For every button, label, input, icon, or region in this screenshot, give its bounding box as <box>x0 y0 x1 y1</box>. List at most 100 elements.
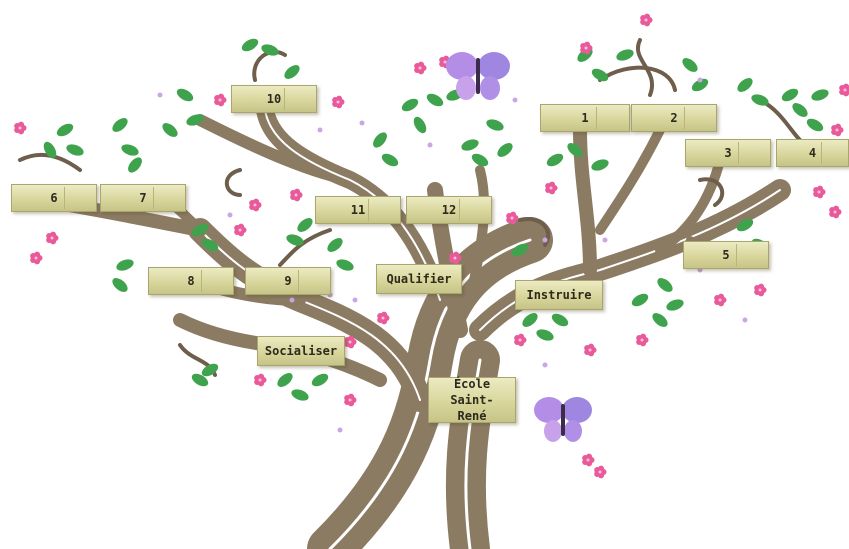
leaf <box>291 389 309 401</box>
butterfly-icon <box>534 397 592 442</box>
leaf <box>176 88 194 102</box>
leaf <box>327 238 343 252</box>
leaf <box>284 65 300 79</box>
flower-icon <box>290 188 303 202</box>
flower-icon <box>344 335 357 349</box>
leaf <box>373 132 387 148</box>
branch-label: Qualifier <box>386 271 452 286</box>
leaf <box>186 114 204 126</box>
flower-icon <box>754 283 767 297</box>
plaque-1: 1 <box>540 104 630 132</box>
leaf <box>381 153 399 167</box>
plaque-label: 12 <box>441 202 457 217</box>
plaque-label: 6 <box>50 190 58 205</box>
flower-icon <box>344 393 357 407</box>
dot-decorations <box>157 77 748 433</box>
branch-label: Instruire <box>526 287 592 302</box>
flower-icon <box>14 121 27 135</box>
branch-socialiser: Socialiser <box>257 336 345 366</box>
leaf <box>43 141 57 159</box>
flower-icon <box>254 373 267 387</box>
leaf <box>616 49 634 61</box>
leaf <box>567 143 583 157</box>
flower-icon <box>449 251 462 265</box>
leaf <box>426 93 444 107</box>
leaf <box>461 139 479 151</box>
leaf <box>497 143 513 157</box>
flower-icon <box>506 211 519 225</box>
plaque-4: 4 <box>776 139 849 167</box>
plaque-9: 9 <box>245 267 331 295</box>
flower-icon <box>582 453 595 467</box>
leaf <box>781 88 799 102</box>
leaf <box>121 144 139 156</box>
dot <box>317 127 323 133</box>
plaque-label: 1 <box>581 110 589 125</box>
plaque-label: 4 <box>808 145 817 160</box>
flower-icon <box>580 41 593 55</box>
flower-icon <box>640 13 653 27</box>
plaque-label: 9 <box>284 273 292 288</box>
leaf <box>736 218 754 232</box>
leaf <box>631 293 649 307</box>
dot <box>359 120 365 126</box>
plaque-label: 10 <box>266 91 282 106</box>
plaque-label: 7 <box>139 190 147 205</box>
tree-trunk <box>18 38 802 549</box>
leaf <box>751 94 769 106</box>
flower-icon <box>30 251 43 265</box>
leaf <box>551 313 569 327</box>
plaque-label: 11 <box>350 202 366 217</box>
plaque-6: 6 <box>11 184 97 212</box>
leaf <box>112 118 128 132</box>
dot <box>337 427 343 433</box>
flower-icon <box>249 198 262 212</box>
branch-qualifier: Qualifier <box>376 264 462 294</box>
leaf <box>201 363 219 377</box>
flower-icon <box>214 93 227 107</box>
leaf <box>792 103 808 117</box>
leaf <box>471 153 489 167</box>
leaf <box>311 373 329 387</box>
leaf <box>66 144 84 156</box>
dot <box>157 92 163 98</box>
dot <box>289 297 295 303</box>
butterfly-icon <box>446 52 510 100</box>
plaque-7: 7 <box>100 184 186 212</box>
leaf-decorations <box>43 38 829 401</box>
plaque-label: 8 <box>187 273 195 288</box>
leaf <box>241 38 259 52</box>
leaf <box>191 223 209 237</box>
flower-icon <box>813 185 826 199</box>
leaf <box>162 123 178 137</box>
leaf <box>401 98 419 112</box>
dot <box>227 212 233 218</box>
plaque-2: 2 <box>631 104 717 132</box>
dot <box>427 142 433 148</box>
dot <box>742 317 748 323</box>
leaf <box>737 78 753 92</box>
leaf <box>336 259 354 271</box>
plaque-label: 2 <box>670 110 678 125</box>
leaf <box>297 218 313 232</box>
leaf <box>286 234 304 246</box>
leaf <box>522 313 538 327</box>
dot <box>512 97 518 103</box>
flower-icon <box>636 333 649 347</box>
leaf <box>261 44 279 56</box>
flower-icon <box>332 95 345 109</box>
root-label: École Saint-René <box>450 376 494 424</box>
plaque-3: 3 <box>685 139 771 167</box>
plaque-5: 5 <box>683 241 769 269</box>
dot <box>602 237 608 243</box>
leaf <box>116 259 134 271</box>
flower-icon <box>839 83 849 97</box>
dot <box>542 362 548 368</box>
leaf <box>486 119 504 131</box>
plaque-label: 5 <box>722 247 730 262</box>
leaf <box>128 157 142 173</box>
plaque-12: 12 <box>406 196 492 224</box>
leaf <box>657 278 673 292</box>
flower-icon <box>514 333 527 347</box>
